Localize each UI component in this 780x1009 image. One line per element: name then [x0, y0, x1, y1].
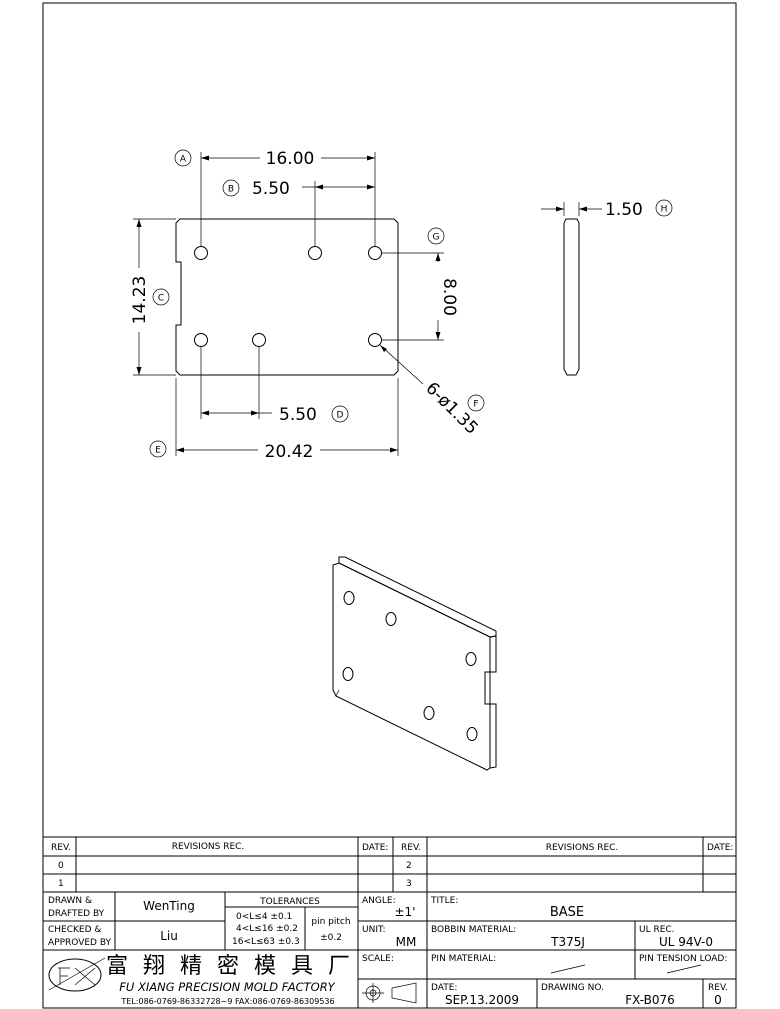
svg-text:PIN TENSION LOAD:: PIN TENSION LOAD:	[639, 954, 727, 964]
svg-text:UNIT:: UNIT:	[362, 925, 386, 935]
hole	[194, 333, 208, 347]
hole	[252, 333, 266, 347]
company-name-cn: 富 翔 精 密 模 具 厂	[106, 954, 354, 979]
unit-value: MM	[396, 935, 417, 949]
front-view: 16.00 A 5.50 B 14.23 C 8.00 G	[130, 149, 485, 462]
hole	[308, 246, 322, 260]
title-block: REV. REVISIONS REC. DATE: REV. REVISIONS…	[43, 836, 736, 1008]
company-name-en: FU XIANG PRECISION MOLD FACTORY	[119, 980, 335, 994]
dim-pin-spacing-v: 8.00	[439, 278, 459, 316]
callout-c: C	[158, 294, 164, 304]
svg-text:3: 3	[406, 879, 412, 889]
dim-height: 14.23	[130, 276, 150, 325]
svg-text:REV.: REV.	[708, 983, 728, 993]
hole	[368, 333, 382, 347]
svg-text:DATE:: DATE:	[707, 843, 733, 853]
svg-text:REV.: REV.	[51, 843, 71, 853]
svg-text:APPROVED BY: APPROVED BY	[48, 938, 112, 948]
svg-text:CHECKED &: CHECKED &	[48, 925, 101, 935]
svg-text:±0.2: ±0.2	[320, 933, 342, 943]
svg-text:16<L≤63 ±0.3: 16<L≤63 ±0.3	[232, 937, 300, 947]
callout-f: F	[473, 400, 478, 410]
isometric-view	[332, 556, 497, 771]
base-outline	[175, 218, 399, 376]
drawing-number: FX-B076	[625, 993, 675, 1007]
drawing-date: SEP.13.2009	[445, 993, 519, 1007]
svg-text:REVISIONS REC.: REVISIONS REC.	[546, 843, 619, 853]
svg-text:UL REC.: UL REC.	[639, 925, 675, 935]
hole	[368, 246, 382, 260]
svg-text:TITLE:: TITLE:	[430, 896, 458, 906]
svg-text:DRAFTED BY: DRAFTED BY	[48, 909, 105, 919]
drawing-title: BASE	[550, 905, 584, 920]
svg-text:BOBBIN MATERIAL:: BOBBIN MATERIAL:	[431, 925, 516, 935]
svg-text:DATE:: DATE:	[362, 843, 388, 853]
drawn-by: WenTing	[143, 899, 195, 913]
svg-text:REV.: REV.	[401, 843, 421, 853]
ul-rec: UL 94V-0	[659, 935, 713, 949]
dim-pitch-bottom: 5.50	[279, 405, 317, 425]
dim-top-width: 16.00	[266, 149, 315, 169]
svg-text:DATE:: DATE:	[431, 983, 457, 993]
svg-text:1: 1	[58, 879, 64, 889]
callout-b: B	[228, 185, 234, 195]
dim-overall-width: 20.42	[265, 442, 314, 462]
svg-text:4<L≤16 ±0.2: 4<L≤16 ±0.2	[236, 924, 298, 934]
dim-pitch-top: 5.50	[252, 179, 290, 199]
svg-text:0: 0	[58, 861, 64, 871]
svg-text:DRAWING NO.: DRAWING NO.	[541, 983, 604, 993]
callout-d: D	[337, 411, 344, 421]
projection-symbol-icon	[362, 982, 417, 1004]
svg-text:0<L≤4 ±0.1: 0<L≤4 ±0.1	[236, 912, 292, 922]
svg-text:ANGLE:: ANGLE:	[362, 896, 396, 906]
dim-thickness: 1.50	[605, 200, 643, 220]
side-view: 1.50 H	[541, 199, 673, 376]
svg-text:pin pitch: pin pitch	[311, 917, 350, 927]
svg-text:PIN MATERIAL:: PIN MATERIAL:	[431, 954, 496, 964]
checked-by: Liu	[160, 929, 178, 943]
callout-e: E	[155, 446, 161, 456]
callout-h: H	[661, 205, 668, 215]
angle-value: ±1'	[395, 905, 416, 919]
svg-text:2: 2	[406, 861, 412, 871]
company-contact: TEL:086-0769-86332728~9 FAX:086-0769-863…	[120, 997, 334, 1006]
svg-text:DRAWN &: DRAWN &	[48, 896, 92, 906]
svg-text:REVISIONS REC.: REVISIONS REC.	[172, 842, 245, 852]
side-outline	[563, 218, 580, 376]
hole	[194, 246, 208, 260]
drawing-rev: 0	[714, 993, 722, 1007]
svg-text:SCALE:: SCALE:	[362, 954, 394, 964]
callout-a: A	[180, 155, 187, 165]
company-logo-icon	[48, 957, 106, 992]
bobbin-material: T375J	[550, 935, 585, 949]
svg-text:TOLERANCES: TOLERANCES	[259, 897, 320, 907]
callout-g: G	[433, 233, 440, 243]
sheet-border	[42, 2, 737, 1009]
